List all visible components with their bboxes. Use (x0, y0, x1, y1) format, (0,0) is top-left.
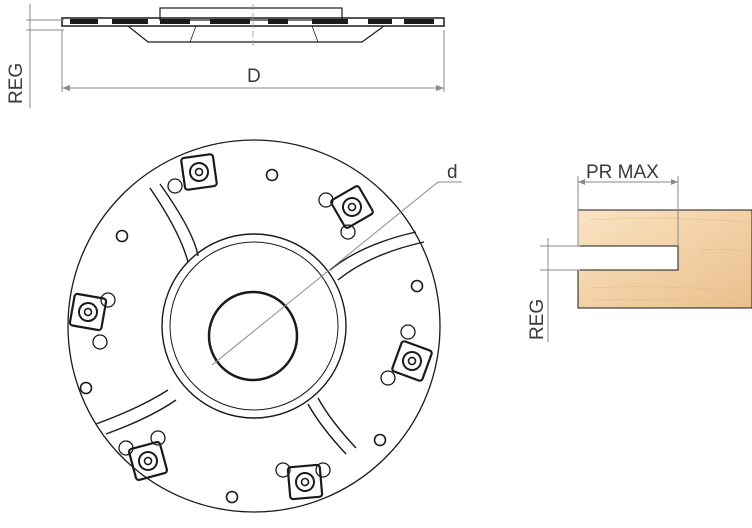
wood-board (577, 209, 752, 309)
pr-max-dimension: PR MAX (577, 162, 679, 246)
segment-gaps (95, 183, 425, 455)
insert-1 (180, 153, 218, 191)
insert-2 (330, 185, 374, 229)
bore-hole (207, 290, 299, 382)
hub-ring-outer (161, 233, 347, 419)
cutter-outline (67, 139, 441, 513)
reg-dimension-profile: REG (527, 238, 580, 342)
pr-max-label: PR MAX (586, 162, 659, 183)
side-view-teeth (70, 19, 434, 24)
diameter-dimension: D (61, 30, 445, 92)
insert-4 (391, 340, 433, 382)
hub-ring-inner (169, 241, 339, 411)
insert-3 (68, 292, 108, 332)
insert-6 (286, 463, 324, 501)
insert-5 (127, 440, 169, 482)
cutter-head-front-view (67, 139, 441, 513)
bore-dimension: d (211, 162, 462, 366)
reg-dimension-top: REG (6, 4, 64, 108)
reg-label-top: REG (6, 63, 27, 104)
side-view-body (127, 25, 385, 43)
side-view-hub (159, 7, 343, 21)
mounting-holes (79, 168, 424, 504)
bore-label: d (447, 162, 458, 183)
diameter-label: D (247, 66, 261, 87)
wood-profile (577, 209, 752, 309)
reg-label-profile: REG (527, 299, 548, 340)
side-view (61, 4, 445, 46)
clamp-lobes (92, 178, 416, 478)
cutter-inserts (68, 153, 433, 501)
wood-grain (589, 218, 751, 303)
